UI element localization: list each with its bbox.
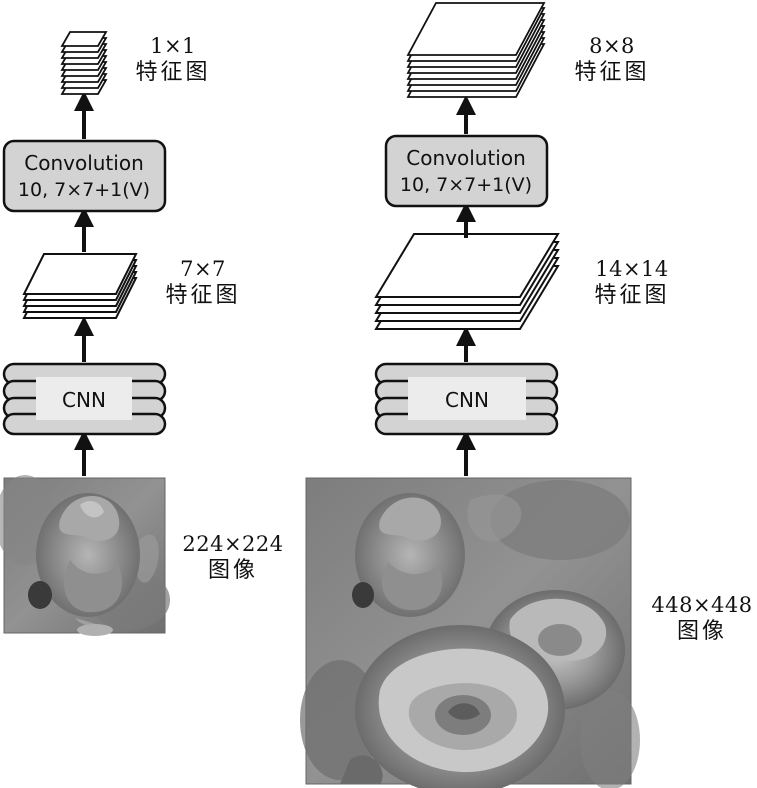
left-image-kind: 图像 bbox=[207, 558, 258, 584]
right-conv-line2: 10, 7×7+1(V) bbox=[400, 174, 532, 196]
right-feature-mid-kind: 特征图 bbox=[594, 283, 670, 309]
left-image-label: 224×224 图像 bbox=[178, 531, 288, 585]
right-feature-top-dims: 8×8 bbox=[589, 34, 635, 58]
right-cnn-block: CNN bbox=[374, 362, 559, 436]
left-cnn-label: CNN bbox=[62, 388, 106, 412]
right-cnn-label: CNN bbox=[445, 388, 489, 412]
right-feature-map-stack-mid bbox=[374, 233, 560, 330]
right-convolution-box: Convolution 10, 7×7+1(V) bbox=[384, 134, 549, 208]
left-feature-map-stack-mid bbox=[22, 253, 138, 319]
right-input-image bbox=[300, 477, 640, 788]
left-feature-label-mid: 7×7 特征图 bbox=[158, 256, 248, 310]
right-image-kind: 图像 bbox=[676, 619, 727, 645]
right-image-dims: 448×448 bbox=[651, 593, 753, 617]
right-feature-top-kind: 特征图 bbox=[574, 60, 650, 86]
left-conv-line2: 10, 7×7+1(V) bbox=[18, 179, 150, 201]
right-feature-map-stack-top bbox=[406, 2, 546, 98]
left-feature-label-top: 1×1 特征图 bbox=[128, 33, 218, 87]
left-input-image bbox=[0, 475, 170, 636]
right-feature-label-top: 8×8 特征图 bbox=[567, 33, 657, 87]
right-conv-line1: Convolution bbox=[406, 146, 526, 170]
left-image-dims: 224×224 bbox=[182, 532, 284, 556]
left-cnn-block: CNN bbox=[2, 362, 167, 436]
left-convolution-box: Convolution 10, 7×7+1(V) bbox=[2, 139, 167, 213]
right-feature-label-mid: 14×14 特征图 bbox=[587, 256, 677, 310]
left-feature-mid-kind: 特征图 bbox=[165, 283, 241, 309]
left-feature-top-dims: 1×1 bbox=[150, 34, 196, 58]
left-feature-mid-dims: 7×7 bbox=[180, 257, 226, 281]
left-conv-line1: Convolution bbox=[24, 151, 144, 175]
left-feature-top-kind: 特征图 bbox=[135, 60, 211, 86]
left-feature-map-stack-top bbox=[60, 31, 108, 95]
right-image-label: 448×448 图像 bbox=[648, 592, 756, 646]
right-feature-mid-dims: 14×14 bbox=[595, 257, 669, 281]
